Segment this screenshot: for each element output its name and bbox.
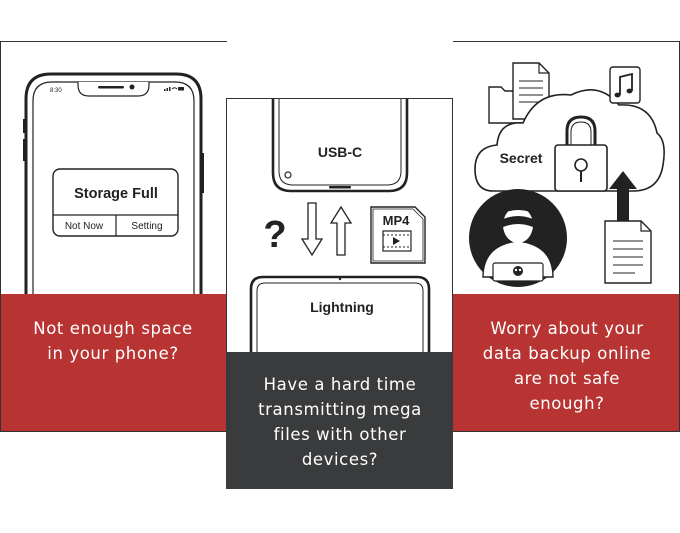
upload-arrow-icon [609, 171, 637, 237]
music-note-icon [609, 66, 641, 104]
transfer-illustration: USB-C ? MP4 Lightning [249, 99, 431, 352]
svg-text:MP4: MP4 [383, 213, 411, 228]
upload-document-icon [604, 220, 652, 284]
question-icon: ? [263, 214, 286, 256]
signal-icon [164, 87, 171, 91]
secret-label: Secret [500, 150, 543, 166]
security-illustration: Secret [469, 62, 665, 287]
hacker-icon [469, 189, 567, 287]
caption-transfer: Have a hard time transmitting mega files… [258, 375, 422, 469]
mp4-file-icon: MP4 [370, 206, 426, 264]
status-time: 8:30 [50, 88, 62, 94]
lightning-label: Lightning [310, 299, 374, 315]
dark-caption-box [226, 352, 453, 489]
skull-icon [513, 266, 523, 276]
phone-illustration: 8:30 Storage Full Not Now Setting [23, 72, 204, 294]
padlock-icon [554, 115, 608, 192]
battery-icon [178, 87, 184, 91]
not-now-button[interactable]: Not Now [65, 221, 104, 232]
caption-security: Worry about your data backup online are … [482, 319, 652, 413]
panel-storage [0, 41, 227, 432]
transfer-arrows-icon [300, 202, 353, 257]
caption-storage: Not enough space in your phone? [33, 319, 193, 363]
setting-button[interactable]: Setting [131, 221, 162, 232]
cloud-icon [474, 89, 665, 192]
usb-c-label: USB-C [318, 144, 362, 160]
dialog-title: Storage Full [74, 186, 158, 202]
wifi-icon [171, 87, 178, 90]
